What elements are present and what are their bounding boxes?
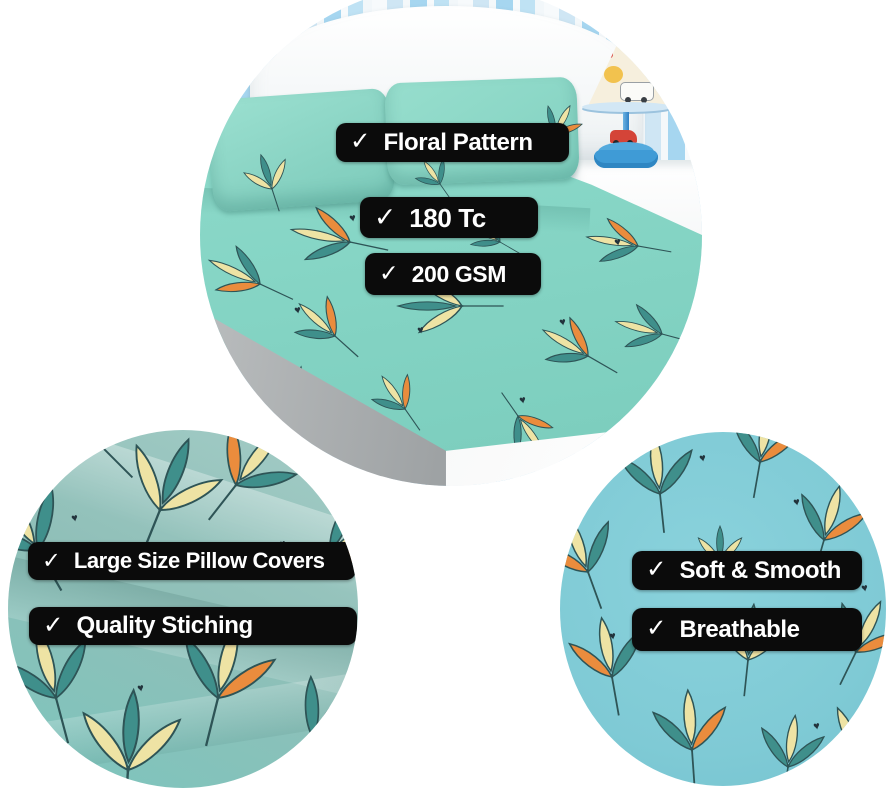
check-icon: ✓: [379, 260, 399, 287]
check-icon: ✓: [43, 611, 64, 639]
top-circle-bedroom-photo: ♥♥♥♥♥♥♥ ✓ Floral Pattern ✓ 180 Tc ✓ 200 …: [200, 0, 702, 486]
feature-pill-pillow-covers: ✓ Large Size Pillow Covers: [28, 542, 356, 580]
check-icon: ✓: [646, 615, 667, 643]
check-icon: ✓: [350, 128, 371, 156]
feature-label: Floral Pattern: [383, 128, 534, 156]
feature-label: Large Size Pillow Covers: [73, 548, 325, 573]
svg-text:♥: ♥: [70, 512, 79, 525]
car-icon: [598, 48, 613, 58]
glow-shape: [604, 66, 623, 83]
wheel-icon: [641, 97, 647, 103]
svg-text:♥: ♥: [792, 496, 801, 509]
feature-label: Soft & Smooth: [679, 556, 842, 584]
feature-pill-soft-smooth: ✓ Soft & Smooth: [632, 551, 862, 590]
svg-text:♥: ♥: [698, 452, 707, 465]
feature-pill-gsm: ✓ 200 GSM: [365, 253, 541, 295]
feature-pill-quality-stitching: ✓ Quality Stiching: [29, 607, 357, 645]
feature-label: Quality Stiching: [76, 612, 254, 639]
feature-label: Breathable: [679, 615, 800, 643]
fabric-fold: [8, 665, 358, 781]
svg-text:♥: ♥: [860, 582, 869, 595]
bottom-left-circle-fabric-closeup: ♥♥♥♥♥ ✓ Large Size Pillow Covers ✓ Quali…: [8, 430, 358, 788]
lamp-base: [594, 150, 658, 168]
feature-pill-thread-count: ✓ 180 Tc: [360, 197, 538, 238]
lamp-shade-rim: [582, 102, 672, 112]
feature-pill-breathable: ✓ Breathable: [632, 608, 862, 651]
svg-text:♥: ♥: [608, 630, 617, 643]
feature-label: 180 Tc: [409, 202, 486, 233]
check-icon: ✓: [42, 547, 61, 573]
svg-text:♥: ♥: [136, 682, 145, 695]
table-lamp: [580, 34, 690, 174]
svg-text:♥: ♥: [268, 770, 277, 783]
check-icon: ✓: [374, 202, 397, 233]
svg-text:♥: ♥: [812, 720, 821, 733]
wheel-icon: [625, 97, 631, 103]
bottom-right-circle-fabric-closeup: ♥♥♥♥♥♥♥ ✓ Soft & Smooth ✓ Breathable: [560, 432, 886, 786]
car-icon: [646, 50, 658, 59]
car-icon: [620, 82, 654, 103]
check-icon: ✓: [646, 556, 667, 584]
feature-label: 200 GSM: [411, 260, 507, 287]
lamp-shade: [588, 40, 666, 106]
feature-pill-floral-pattern: ✓ Floral Pattern: [336, 123, 569, 162]
